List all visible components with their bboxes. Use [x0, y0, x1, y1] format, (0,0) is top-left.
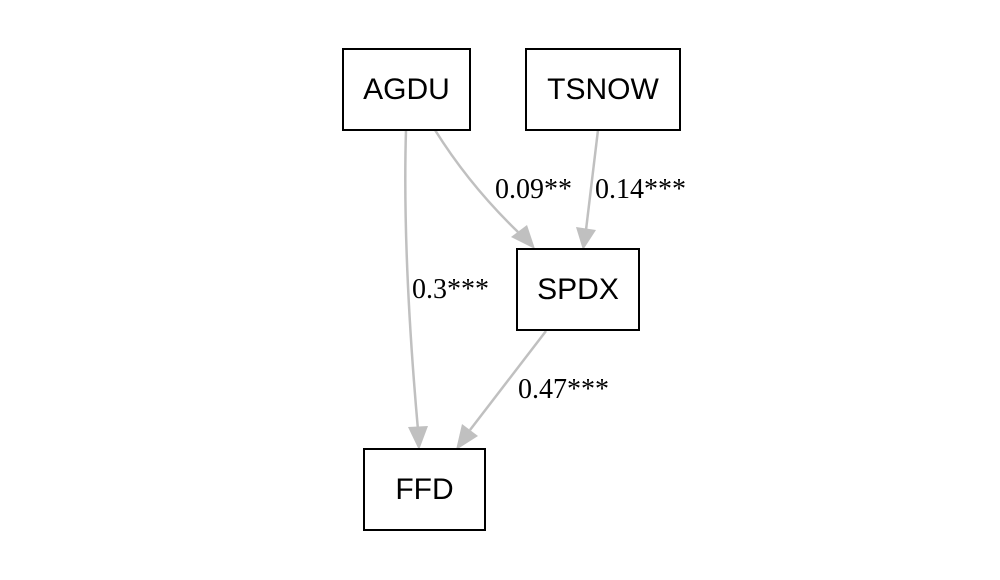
arrowhead-agdu-ffd: [408, 426, 428, 450]
edge-label-tsnow-spdx: 0.14***: [595, 174, 686, 205]
node-tsnow: TSNOW: [525, 48, 681, 131]
node-tsnow-label: TSNOW: [547, 73, 659, 106]
edge-labels: 0.09** 0.14*** 0.3*** 0.47***: [412, 174, 686, 405]
edge-spdx-ffd: [469, 330, 547, 431]
node-ffd-label: FFD: [395, 473, 453, 506]
edge-label-agdu-spdx: 0.09**: [495, 174, 572, 205]
arrowhead-spdx-ffd: [456, 424, 478, 450]
edge-label-agdu-ffd: 0.3***: [412, 274, 489, 305]
node-agdu-box: [342, 48, 471, 131]
node-spdx-label: SPDX: [537, 273, 619, 306]
node-ffd-box: [363, 448, 486, 531]
arrowhead-agdu-spdx: [511, 225, 535, 249]
edge-agdu-ffd: [404, 129, 420, 431]
node-agdu: AGDU: [342, 48, 471, 131]
node-agdu-label: AGDU: [363, 73, 450, 106]
arrowhead-tsnow-spdx: [576, 227, 596, 250]
node-spdx-box: [516, 248, 640, 331]
edge-label-spdx-ffd: 0.47***: [518, 374, 609, 405]
edge-tsnow-spdx: [584, 129, 600, 231]
edge-agdu-spdx: [433, 129, 519, 233]
node-tsnow-box: [525, 48, 681, 131]
node-ffd: FFD: [363, 448, 486, 531]
node-spdx: SPDX: [516, 248, 640, 331]
edges: [404, 129, 600, 450]
